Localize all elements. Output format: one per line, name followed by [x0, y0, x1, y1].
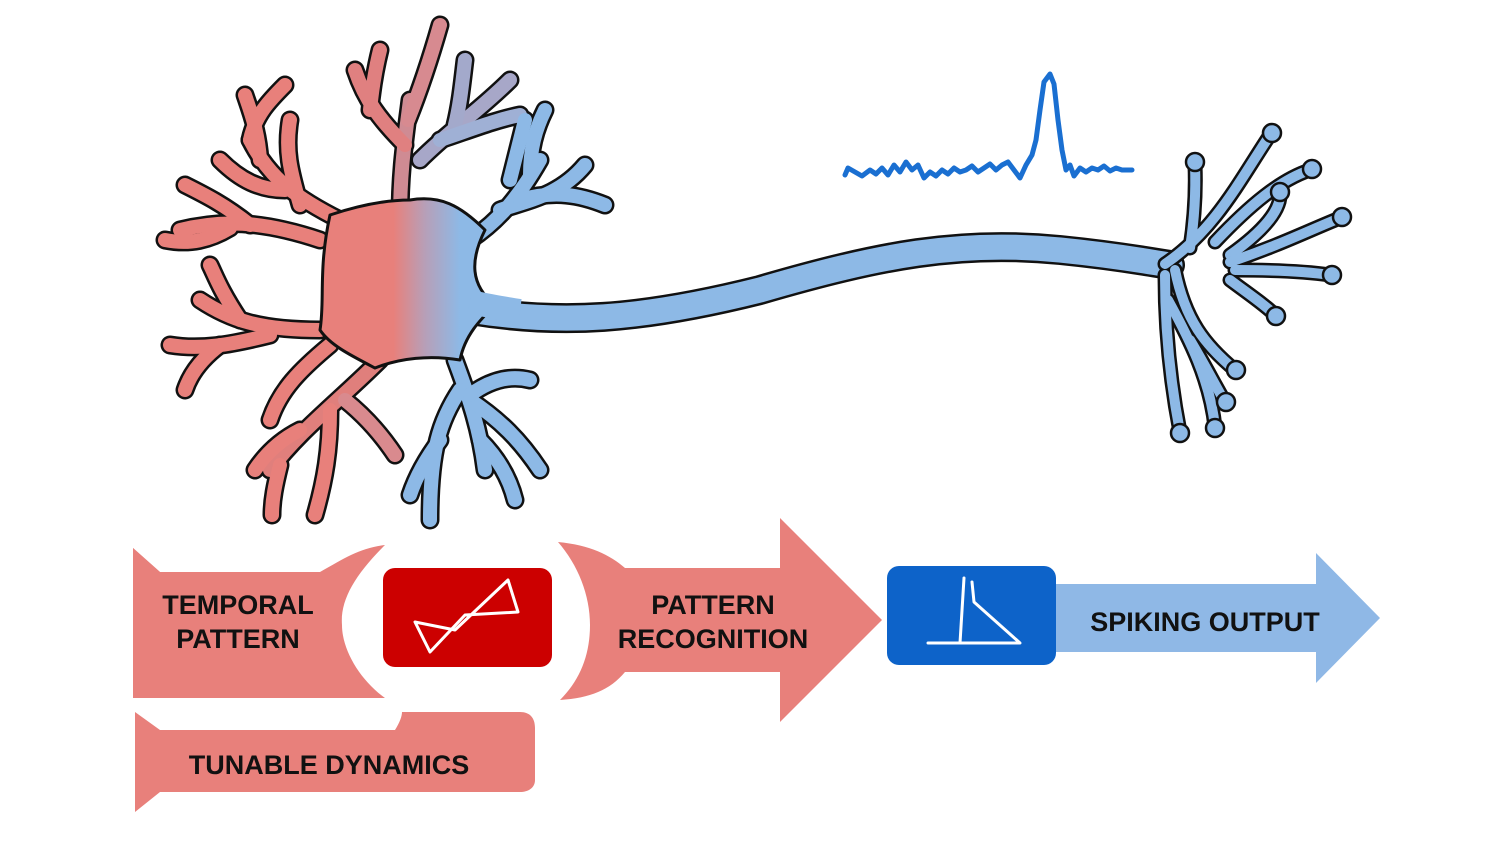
output-device-box: [887, 566, 1056, 665]
temporal-pattern-arrow: [133, 545, 385, 698]
dendrites: [155, 15, 615, 530]
temporal-pattern-label-line2: PATTERN: [176, 624, 300, 654]
neuron: [155, 15, 1353, 530]
input-device-box: [383, 568, 552, 667]
threshold-switch-icon: [926, 576, 1022, 645]
pattern-recognition-arrow: [558, 518, 882, 722]
tunable-dynamics-arrow: [135, 712, 535, 812]
pattern-recognition-label-line2: RECOGNITION: [618, 624, 809, 654]
temporal-pattern-label-line1: TEMPORAL: [162, 590, 314, 620]
spiking-output-arrow: [1056, 553, 1380, 683]
axon: [455, 231, 1185, 334]
hysteresis-loop-icon: [413, 578, 520, 654]
tunable-dynamics-label: TUNABLE DYNAMICS: [189, 750, 470, 780]
pattern-recognition-label-line1: PATTERN: [651, 590, 775, 620]
synaptic-boutons: [1169, 122, 1353, 444]
dendrite-fill: [158, 18, 612, 527]
spiking-output-label: SPIKING OUTPUT: [1090, 607, 1320, 637]
soma: [318, 197, 497, 370]
spike-trace: [842, 71, 1135, 181]
axon-terminals: [1157, 122, 1353, 444]
